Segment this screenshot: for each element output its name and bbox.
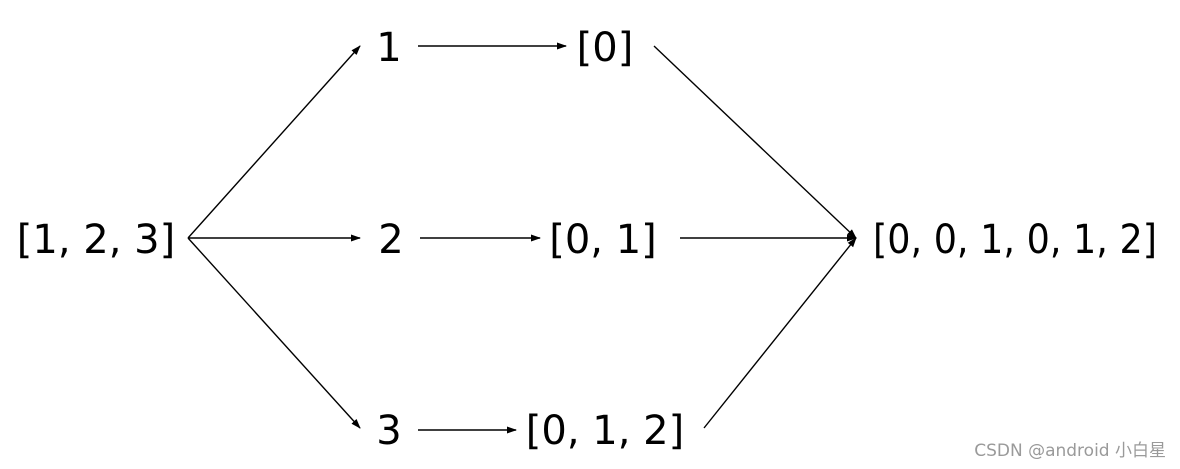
edge-r3-to-output (703, 237, 857, 429)
watermark: CSDN @android 小白星 (974, 441, 1166, 461)
node-r1: [0] (577, 25, 634, 71)
node-r2: [0, 1] (549, 217, 657, 263)
node-3: 3 (376, 408, 401, 454)
edge-r1-to-output (653, 45, 857, 239)
edge-input-to-3 (187, 237, 361, 429)
node-output: [0, 0, 1, 0, 1, 2] (873, 217, 1157, 263)
node-2: 2 (378, 217, 403, 263)
node-input: [1, 2, 3] (17, 217, 175, 263)
node-1: 1 (376, 25, 401, 71)
edge-input-to-1 (187, 45, 361, 239)
node-r3: [0, 1, 2] (526, 408, 684, 454)
